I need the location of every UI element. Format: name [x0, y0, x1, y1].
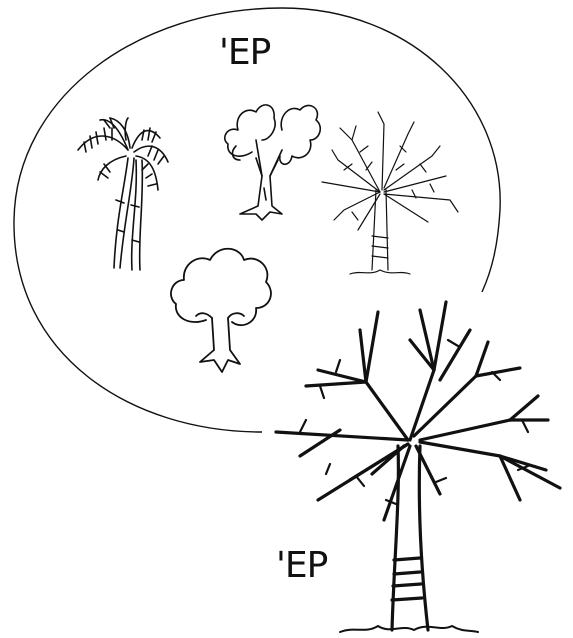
palm-tree-icon	[78, 118, 168, 270]
bushy-tree-icon	[225, 105, 321, 220]
label-bottom: 'EP	[276, 548, 327, 584]
round-tree-icon	[171, 249, 271, 372]
label-top: 'EP	[219, 35, 270, 71]
bare-tree-icon	[322, 112, 458, 274]
